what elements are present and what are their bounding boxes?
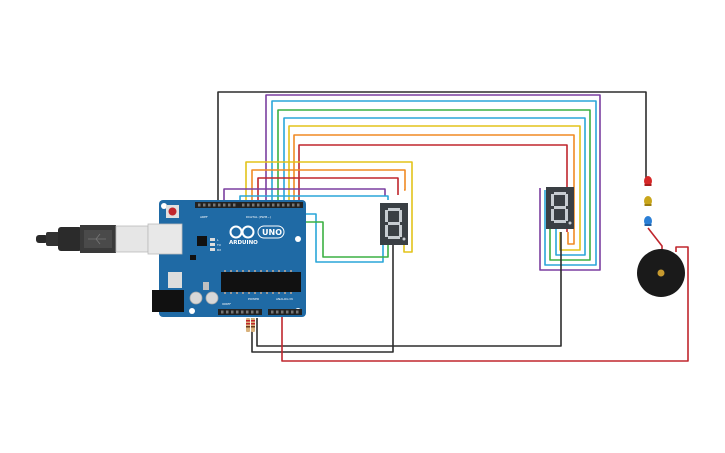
wire-blue-outer-2[interactable]: [283, 117, 586, 256]
brand-label: ARDUINO: [229, 240, 258, 246]
seven-segment-display-2[interactable]: [546, 187, 574, 229]
wire-blue-outer[interactable]: [271, 100, 597, 266]
led-tx: [210, 243, 215, 246]
wire-red-inner[interactable]: [257, 177, 399, 205]
digital-pins[interactable]: [198, 203, 300, 207]
capacitor: [189, 291, 203, 305]
piezo-buzzer[interactable]: [637, 249, 685, 297]
wire-green-side[interactable]: [300, 221, 389, 258]
wire-orange-inner[interactable]: [251, 169, 406, 205]
reset-button-cap[interactable]: [168, 207, 177, 216]
led-red[interactable]: [644, 176, 652, 186]
wire-blue-side[interactable]: [298, 213, 384, 263]
power-label: POWER: [248, 297, 259, 301]
l-label: L: [217, 238, 219, 242]
usb-cable[interactable]: [36, 225, 149, 253]
wire-yellow-inner[interactable]: [245, 161, 413, 253]
usb-chip: [197, 236, 207, 246]
analog-label: ANALOG IN: [276, 297, 293, 301]
voltage-regulator: [168, 272, 182, 288]
power-analog-pins[interactable]: [221, 310, 299, 314]
rx-label: RX: [217, 248, 221, 252]
aref-label: AREF: [200, 215, 208, 219]
wire-green-outer[interactable]: [277, 109, 591, 261]
led-rx: [210, 248, 215, 251]
seven-segment-display-1[interactable]: [380, 203, 408, 245]
wire-black-top[interactable]: [217, 91, 647, 205]
power-header: [218, 309, 262, 315]
digital-label: DIGITAL (PWM~): [246, 215, 271, 219]
tx-label: TX: [216, 243, 221, 247]
crystal: [203, 282, 209, 290]
atmega-chip: [221, 272, 301, 292]
led-l: [210, 238, 215, 241]
arduino-logo-icon: [229, 225, 255, 239]
wire-red-buzzer[interactable]: [281, 246, 689, 362]
resistor-2[interactable]: [251, 318, 255, 332]
mount-hole: [161, 203, 167, 209]
segment-digit-1: [385, 208, 406, 241]
model-badge: [257, 225, 285, 239]
analog-header: [268, 309, 302, 315]
arduino-uno-board[interactable]: DIGITAL (PWM~) AREF ARDUINO UNO L TX RX: [147, 200, 306, 317]
wire-black-bottom-2[interactable]: [256, 232, 562, 347]
segment-digit-2: [551, 192, 572, 225]
usb-port: [147, 223, 183, 255]
led-yellow[interactable]: [644, 196, 652, 206]
resistor-1[interactable]: [246, 318, 250, 332]
mount-hole: [189, 308, 195, 314]
usb-symbol-icon: [88, 233, 106, 245]
mount-hole: [295, 236, 301, 242]
ioref-label: IOREF: [222, 302, 231, 306]
led-blue[interactable]: [644, 216, 652, 226]
wire-yellow-outer[interactable]: [288, 125, 581, 251]
buzzer-center-icon: [657, 269, 665, 277]
model-label: UNO: [262, 228, 282, 237]
wire-black-bottom-1[interactable]: [251, 244, 394, 353]
dc-jack: [152, 290, 184, 312]
capacitor: [205, 291, 219, 305]
regulator: [190, 255, 196, 260]
wire-purple-outer[interactable]: [265, 94, 601, 271]
